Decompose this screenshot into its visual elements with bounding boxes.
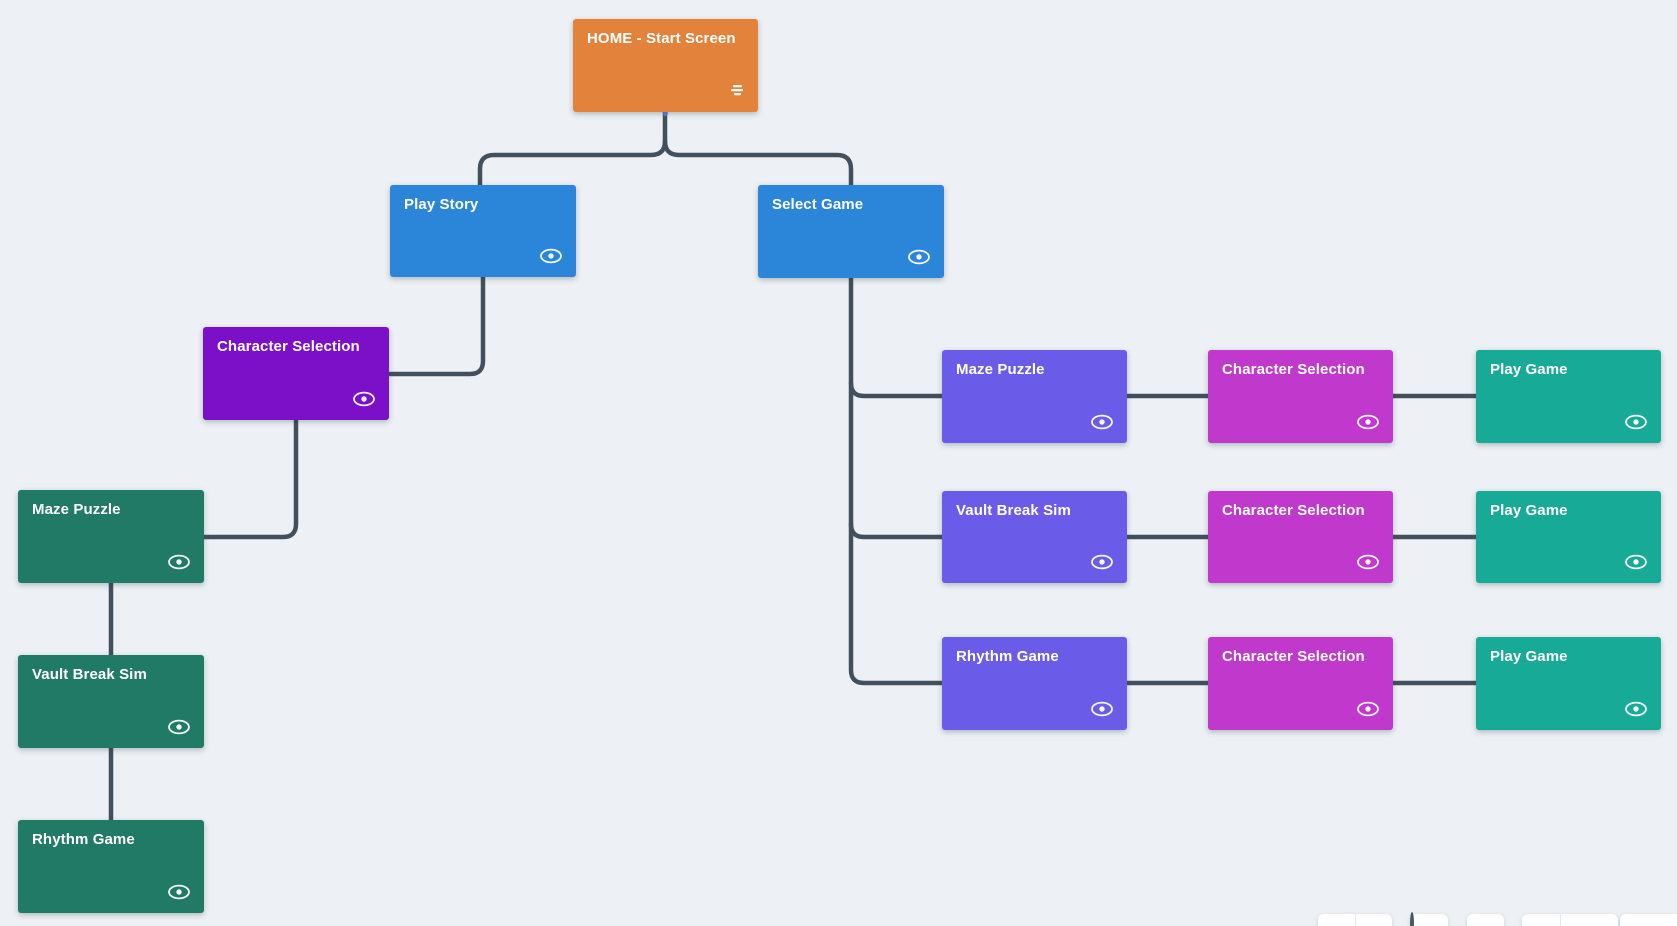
flow-node-home[interactable]: HOME - Start Screen xyxy=(573,19,758,112)
connector xyxy=(386,274,486,377)
eye-icon[interactable] xyxy=(1624,701,1648,722)
flow-node-character-selection-story[interactable]: Character Selection xyxy=(203,327,389,420)
eye-icon[interactable] xyxy=(167,554,191,575)
connector xyxy=(201,417,299,540)
eye-icon[interactable] xyxy=(539,248,563,269)
node-label: Play Story xyxy=(404,196,479,213)
flow-node-play-game-1[interactable]: Play Game xyxy=(1476,350,1661,443)
flow-node-character-selection-2[interactable]: Character Selection xyxy=(1208,491,1393,583)
node-label: Play Game xyxy=(1490,648,1568,665)
bottom-toolbar-eye-button[interactable] xyxy=(1410,912,1448,926)
eye-icon[interactable] xyxy=(1624,414,1648,435)
flow-node-rhythm-game-story[interactable]: Rhythm Game xyxy=(18,820,204,913)
eye-icon[interactable] xyxy=(1356,414,1380,435)
node-label: Play Game xyxy=(1490,361,1568,378)
bottom-toolbar-group-right[interactable] xyxy=(1522,914,1618,926)
eye-icon xyxy=(1410,912,1414,926)
flow-node-rhythm-game[interactable]: Rhythm Game xyxy=(942,637,1127,730)
connector xyxy=(848,380,945,399)
node-label: Vault Break Sim xyxy=(32,666,147,683)
node-label: Character Selection xyxy=(1222,648,1365,665)
flow-node-character-selection-3[interactable]: Character Selection xyxy=(1208,637,1393,730)
eye-icon[interactable] xyxy=(1356,701,1380,722)
connector xyxy=(848,521,945,540)
flow-node-vault-break-sim[interactable]: Vault Break Sim xyxy=(942,491,1127,583)
eye-icon[interactable] xyxy=(1090,554,1114,575)
node-label: Select Game xyxy=(772,196,864,213)
node-label: HOME - Start Screen xyxy=(587,30,736,47)
connector xyxy=(662,138,854,188)
node-label: Play Game xyxy=(1490,502,1568,519)
flow-node-maze-puzzle[interactable]: Maze Puzzle xyxy=(942,350,1127,443)
node-label: Character Selection xyxy=(1222,361,1365,378)
eye-icon[interactable] xyxy=(167,719,191,740)
flow-node-character-selection-1[interactable]: Character Selection xyxy=(1208,350,1393,443)
bottom-toolbar-group-left[interactable] xyxy=(1318,914,1392,926)
notes-icon[interactable] xyxy=(730,84,744,102)
bottom-toolbar-button[interactable] xyxy=(1467,914,1504,926)
eye-icon[interactable] xyxy=(167,884,191,905)
eye-icon[interactable] xyxy=(1090,701,1114,722)
node-label: Maze Puzzle xyxy=(32,501,121,518)
connector xyxy=(848,275,945,686)
node-label: Vault Break Sim xyxy=(956,502,1071,519)
node-label: Character Selection xyxy=(1222,502,1365,519)
node-label: Character Selection xyxy=(217,338,360,355)
eye-icon[interactable] xyxy=(907,249,931,270)
connection-handle-dot xyxy=(663,111,668,116)
connector xyxy=(477,109,668,188)
eye-icon[interactable] xyxy=(1090,414,1114,435)
toolbar-divider xyxy=(1355,914,1356,926)
bottom-toolbar-button-last[interactable] xyxy=(1620,914,1677,926)
flow-node-vault-break-sim-story[interactable]: Vault Break Sim xyxy=(18,655,204,748)
flow-node-play-game-2[interactable]: Play Game xyxy=(1476,491,1661,583)
flow-node-select-game[interactable]: Select Game xyxy=(758,185,944,278)
eye-icon[interactable] xyxy=(352,391,376,412)
flow-node-play-game-3[interactable]: Play Game xyxy=(1476,637,1661,730)
flow-node-play-story[interactable]: Play Story xyxy=(390,185,576,277)
node-label: Rhythm Game xyxy=(956,648,1059,665)
eye-icon[interactable] xyxy=(1356,554,1380,575)
eye-icon[interactable] xyxy=(1624,554,1648,575)
node-label: Rhythm Game xyxy=(32,831,135,848)
toolbar-divider xyxy=(1560,914,1561,926)
node-label: Maze Puzzle xyxy=(956,361,1045,378)
flow-node-maze-puzzle-story[interactable]: Maze Puzzle xyxy=(18,490,204,583)
